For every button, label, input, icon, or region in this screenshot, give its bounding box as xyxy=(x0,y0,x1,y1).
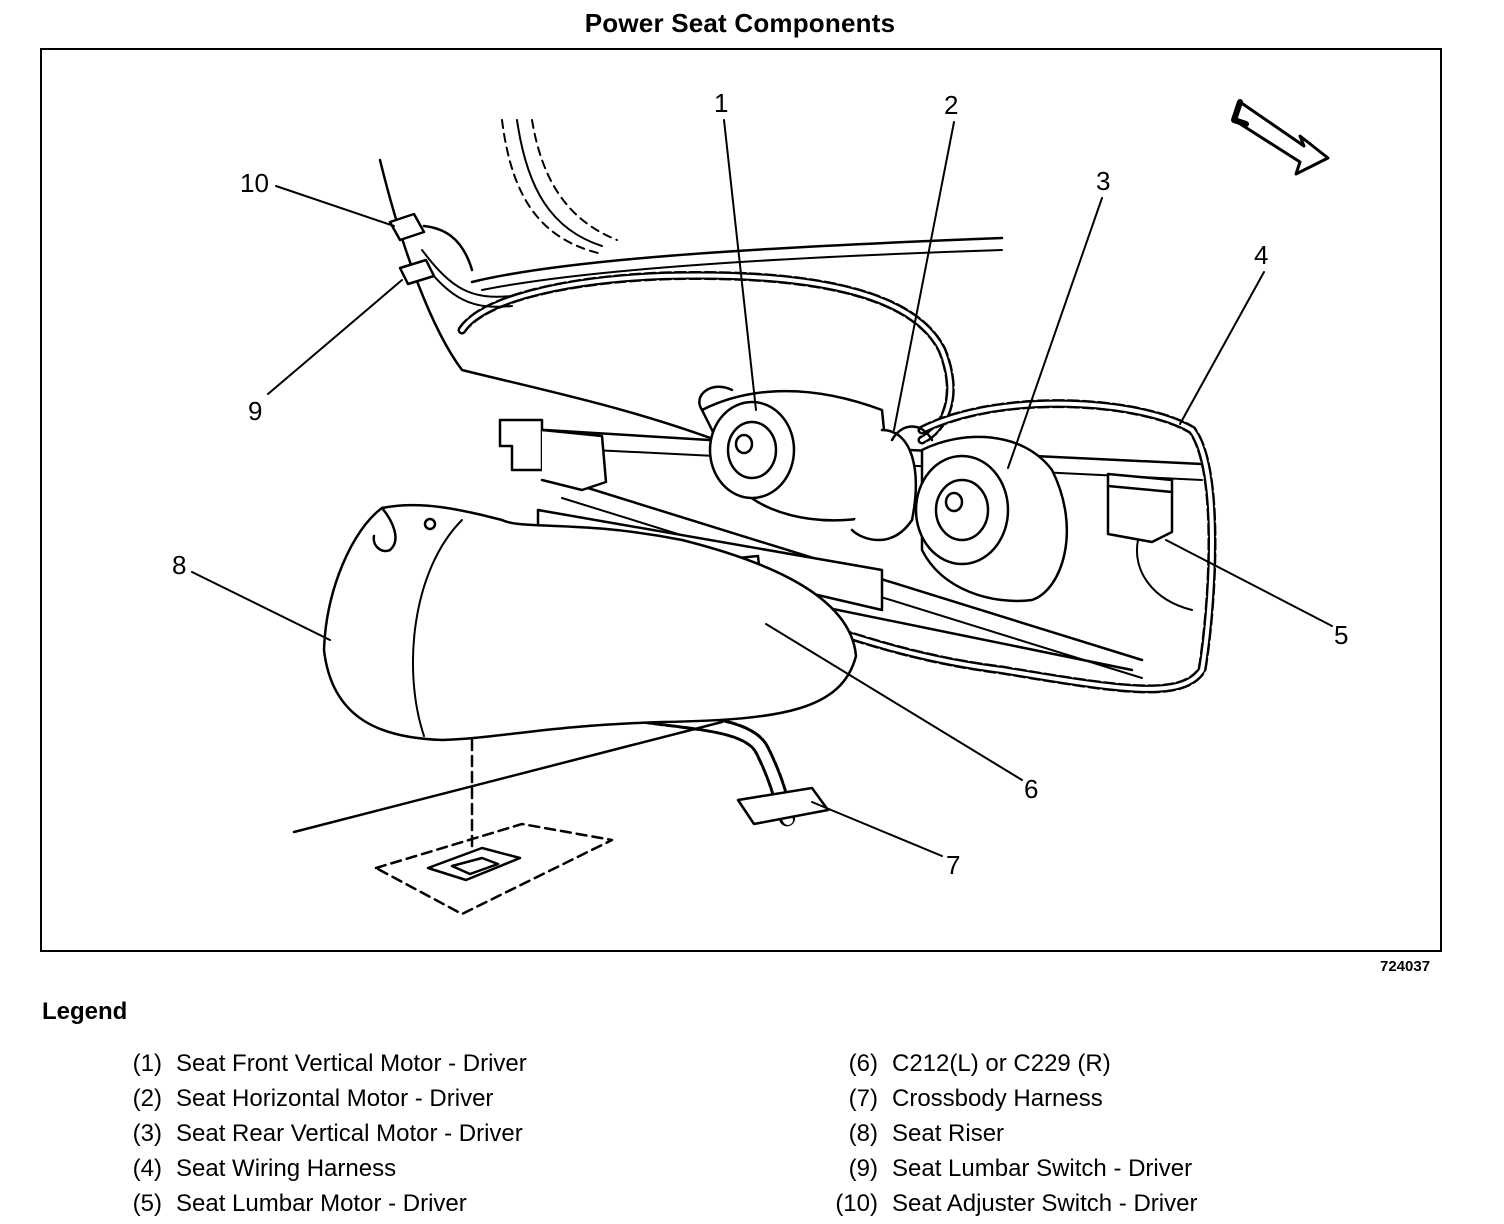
legend-column-left: (1) Seat Front Vertical Motor - Driver (… xyxy=(104,1046,527,1221)
legend-item-label: Seat Adjuster Switch - Driver xyxy=(892,1189,1198,1217)
diagram-frame: 1 2 3 4 5 6 7 8 9 10 xyxy=(40,48,1442,952)
legend-item: (8) Seat Riser xyxy=(826,1116,1197,1151)
figure-id: 724037 xyxy=(1380,958,1431,975)
legend-item: (6) C212(L) or C229 (R) xyxy=(826,1046,1197,1081)
legend-column-right: (6) C212(L) or C229 (R) (7) Crossbody Ha… xyxy=(826,1046,1197,1221)
callout-numbers: 1 2 3 4 5 6 7 8 9 10 xyxy=(172,88,1348,880)
diagram-title: Power Seat Components xyxy=(584,8,896,38)
legend-item-number: (4) xyxy=(132,1154,162,1182)
legend-item-label: Seat Horizontal Motor - Driver xyxy=(176,1084,494,1112)
legend-item: (7) Crossbody Harness xyxy=(826,1081,1197,1116)
callout-8: 8 xyxy=(172,550,186,580)
legend-item-label: Seat Lumbar Switch - Driver xyxy=(892,1154,1193,1182)
callout-3: 3 xyxy=(1096,166,1110,196)
seat-front-vertical-motor xyxy=(698,385,894,522)
callout-9: 9 xyxy=(248,396,262,426)
legend-item-number: (1) xyxy=(132,1049,162,1077)
callout-5: 5 xyxy=(1334,620,1348,650)
legend-item-number: (10) xyxy=(835,1189,878,1217)
legend-item: (9) Seat Lumbar Switch - Driver xyxy=(826,1151,1197,1186)
callout-2: 2 xyxy=(944,90,958,120)
legend-item-number: (7) xyxy=(848,1084,878,1112)
legend-item-number: (5) xyxy=(132,1189,162,1217)
legend-item-number: (6) xyxy=(848,1049,878,1077)
legend-item-label: Seat Lumbar Motor - Driver xyxy=(176,1189,467,1217)
legend-item: (2) Seat Horizontal Motor - Driver xyxy=(104,1081,527,1116)
seat-adjuster-switch xyxy=(388,212,474,272)
callout-10: 10 xyxy=(240,168,269,198)
legend-item-number: (2) xyxy=(132,1084,162,1112)
callout-7: 7 xyxy=(946,850,960,880)
legend-item-label: C212(L) or C229 (R) xyxy=(892,1049,1111,1077)
legend-item: (4) Seat Wiring Harness xyxy=(104,1151,527,1186)
seat-lumbar-switch xyxy=(398,258,436,286)
callout-1: 1 xyxy=(714,88,728,118)
legend-item: (10) Seat Adjuster Switch - Driver xyxy=(826,1186,1197,1221)
callout-4: 4 xyxy=(1254,240,1268,270)
legend-title: Legend xyxy=(42,998,128,1025)
legend-item-number: (8) xyxy=(848,1119,878,1147)
legend-item-label: Crossbody Harness xyxy=(892,1084,1103,1112)
seat-rear-vertical-motor xyxy=(914,435,1068,603)
leader-lines xyxy=(191,119,1333,857)
floor-mount xyxy=(292,720,724,916)
legend-item-number: (9) xyxy=(848,1154,878,1182)
seat-horizontal-motor xyxy=(850,425,934,542)
legend-item: (3) Seat Rear Vertical Motor - Driver xyxy=(104,1116,527,1151)
legend-item: (5) Seat Lumbar Motor - Driver xyxy=(104,1186,527,1221)
legend-item-label: Seat Front Vertical Motor - Driver xyxy=(176,1049,527,1077)
legend-item-label: Seat Rear Vertical Motor - Driver xyxy=(176,1119,523,1147)
callout-6: 6 xyxy=(1024,774,1038,804)
seat-riser xyxy=(322,503,858,742)
power-seat-illustration: 1 2 3 4 5 6 7 8 9 10 xyxy=(172,88,1348,916)
seat-lumbar-motor xyxy=(1106,472,1193,611)
direction-arrow-icon xyxy=(1231,99,1330,176)
legend-item: (1) Seat Front Vertical Motor - Driver xyxy=(104,1046,527,1081)
legend-item-number: (3) xyxy=(132,1119,162,1147)
door-trim xyxy=(501,119,618,255)
seat-wiring-harness xyxy=(421,249,1217,694)
legend-item-label: Seat Wiring Harness xyxy=(176,1154,397,1182)
legend-item-label: Seat Riser xyxy=(892,1119,1005,1147)
